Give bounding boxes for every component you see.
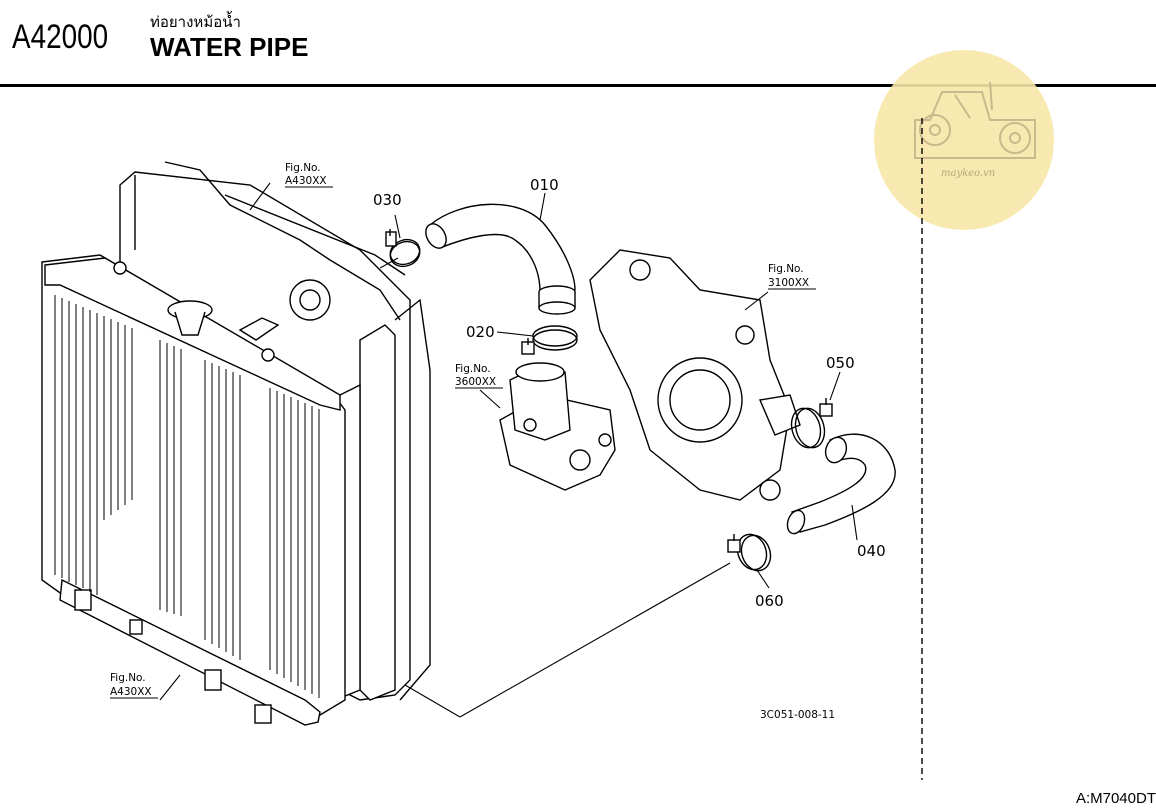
part-label-020: 020 [466,323,495,341]
part-label-010: 010 [530,176,559,194]
fig-ref-label: Fig.No. [455,363,491,375]
tractor-icon [914,81,1036,159]
fig-ref-label: Fig.No. [285,162,321,174]
model-code: A:M7040DT [1075,790,1156,807]
clamp-020 [521,325,578,355]
thermostat-housing [499,362,616,491]
water-pump [589,249,801,501]
leader-lines [159,182,858,718]
fig-ref-number: 3100XX [768,277,809,289]
part-label-030: 030 [373,191,402,209]
clamp-060 [727,533,772,572]
watermark-text: maykeo.vn [941,168,995,179]
radiator [41,161,431,726]
clamp-050 [790,398,833,449]
hose-010 [425,203,576,315]
fig-ref-label: Fig.No. [110,672,146,684]
hose-040 [786,433,896,535]
section-title: WATER PIPE [150,32,309,62]
part-label-050: 050 [826,354,855,372]
part-label-040: 040 [857,542,886,560]
section-title-thai: ท่อยางหม้อน้ำ [150,13,241,31]
section-code: A42000 [12,18,109,56]
part-label-060: 060 [755,592,784,610]
watermark: maykeo.vn [874,50,1054,230]
drawing-number: 3C051-008-11 [760,709,835,721]
radiator-core-fins [54,295,320,698]
fig-ref-number: A430XX [110,686,152,698]
fig-ref-number: 3600XX [455,376,496,388]
fig-ref-label: Fig.No. [768,263,804,275]
watermark-disc [874,50,1054,230]
clamp-030 [385,229,421,268]
header-rule [0,84,1156,87]
fig-ref-number: A430XX [285,175,327,187]
